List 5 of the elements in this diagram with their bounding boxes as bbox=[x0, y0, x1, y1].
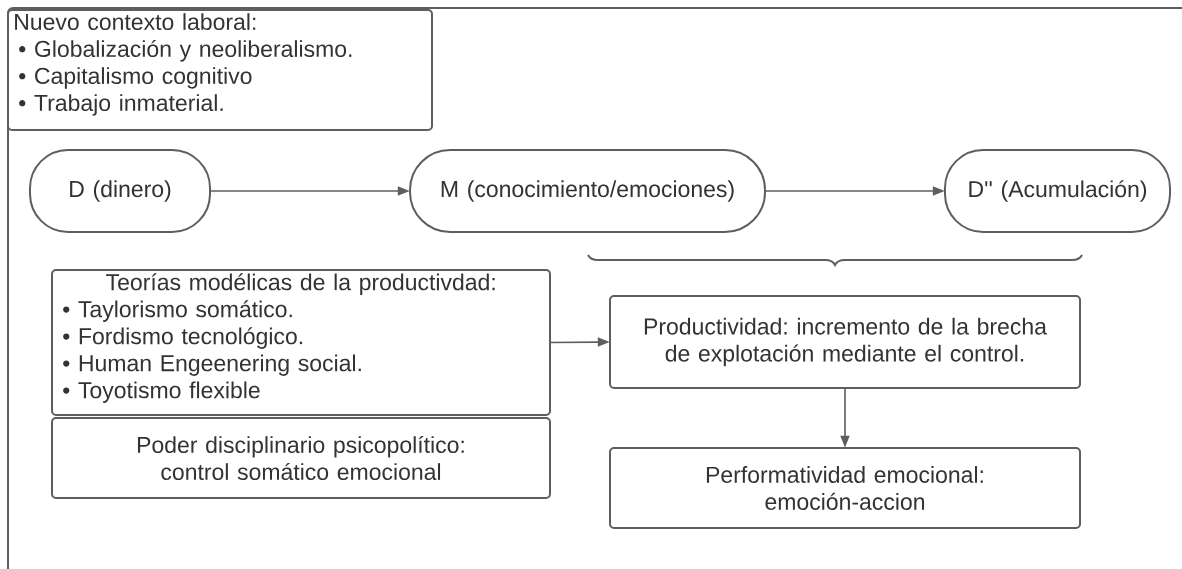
process-box: Performatividad emocional: emoción-accion bbox=[609, 447, 1081, 529]
process-box: Poder disciplinario psicopolítico: control somático emocional bbox=[51, 417, 551, 499]
process-box: Teorías modélicas de la productivdad: • Taylorismo somático. • Fordismo tecnológico. • Human Engeenering social. • Toyotismo flexible bbox=[51, 269, 551, 416]
context-box: Nuevo contexto laboral: • Globalización y neoliberalismo. • Capitalismo cognitivo • Trabajo inmaterial. bbox=[7, 9, 433, 131]
process-box: Productividad: incremento de la brecha de explotación mediante el control. bbox=[609, 295, 1081, 389]
